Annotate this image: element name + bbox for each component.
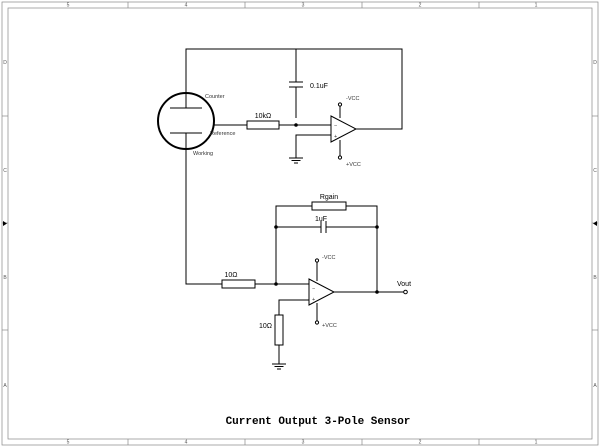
stage1-capacitor <box>289 81 303 88</box>
stage2-opamp-minus: − <box>312 286 315 292</box>
stage2-neg-supply-terminal <box>314 258 320 263</box>
zone-row-right-b: B <box>593 275 597 281</box>
stage2-input-resistor <box>221 279 256 289</box>
inner-border <box>7 7 593 440</box>
vout-terminal <box>403 289 408 295</box>
stage2-ground-icon <box>272 363 286 370</box>
vout-label: Vout <box>397 281 411 288</box>
stage1-ground-icon <box>289 157 303 164</box>
zone-col-top-1: 5 <box>67 3 70 9</box>
zone-col-bottom-5: 1 <box>535 440 538 446</box>
sheet-title: Current Output 3-Pole Sensor <box>226 416 411 428</box>
stage1-resistor <box>246 120 280 130</box>
stage1-opamp-minus: − <box>334 124 337 130</box>
zone-row-right-a: A <box>593 383 597 389</box>
left-center-arrow-icon <box>3 221 7 226</box>
zone-row-left-b: B <box>3 275 7 281</box>
stage2-wiring <box>185 150 404 364</box>
stage1-opamp: − + <box>330 115 358 143</box>
stage1-neg-supply-terminal <box>337 102 343 107</box>
zone-row-left-c: C <box>3 168 7 174</box>
stage2-opamp-plus: + <box>312 297 315 303</box>
stage2-input-resistor-label: 10Ω <box>224 272 237 279</box>
zone-row-left-a: A <box>3 383 7 389</box>
sensor-working-label: Working <box>193 151 213 157</box>
stage2-pos-supply-terminal <box>314 320 320 325</box>
stage1-capacitor-label: 0.1uF <box>310 83 328 90</box>
junction-dot-stage2-cap-left <box>274 225 278 229</box>
stage1-resistor-label: 10kΩ <box>255 113 272 120</box>
zone-col-top-3: 3 <box>302 3 305 9</box>
stage1-neg-supply-label: -VCC <box>346 96 359 102</box>
stage2-neg-supply-label: -VCC <box>322 255 335 261</box>
stage2-ground-resistor-label: 10Ω <box>259 323 272 330</box>
zone-col-top-5: 1 <box>535 3 538 9</box>
sensor-symbol <box>157 92 215 150</box>
stage2-rgain-resistor <box>311 201 347 211</box>
junction-dot-stage2-input <box>274 282 278 286</box>
stage1-pos-supply-label: +VCC <box>346 162 361 168</box>
stage1-opamp-plus: + <box>334 134 337 140</box>
zone-col-bottom-4: 2 <box>419 440 422 446</box>
sensor-counter-label: Counter <box>205 94 225 100</box>
stage2-opamp: − + <box>308 278 336 306</box>
zone-row-left-d: D <box>3 60 7 66</box>
stage2-capacitor-label: 1uF <box>315 216 327 223</box>
zone-col-bottom-3: 3 <box>302 440 305 446</box>
junction-dot-stage2-cap-right <box>375 225 379 229</box>
stage1-pos-supply-terminal <box>337 155 343 160</box>
stage2-capacitor <box>320 221 327 233</box>
stage1-wiring <box>185 48 403 158</box>
zone-col-bottom-1: 5 <box>67 440 70 446</box>
sensor-reference-label: Reference <box>210 131 235 137</box>
zone-col-top-2: 4 <box>185 3 188 9</box>
zone-row-right-d: D <box>593 60 597 66</box>
zone-col-bottom-2: 4 <box>185 440 188 446</box>
stage2-ground-resistor <box>274 314 284 346</box>
junction-dot-stage1 <box>294 123 298 127</box>
right-center-arrow-icon <box>593 221 597 226</box>
stage2-rgain-label: Rgain <box>320 194 338 201</box>
junction-dot-stage2-output <box>375 290 379 294</box>
zone-row-right-c: C <box>593 168 597 174</box>
stage2-pos-supply-label: +VCC <box>322 323 337 329</box>
zone-col-top-4: 2 <box>419 3 422 9</box>
